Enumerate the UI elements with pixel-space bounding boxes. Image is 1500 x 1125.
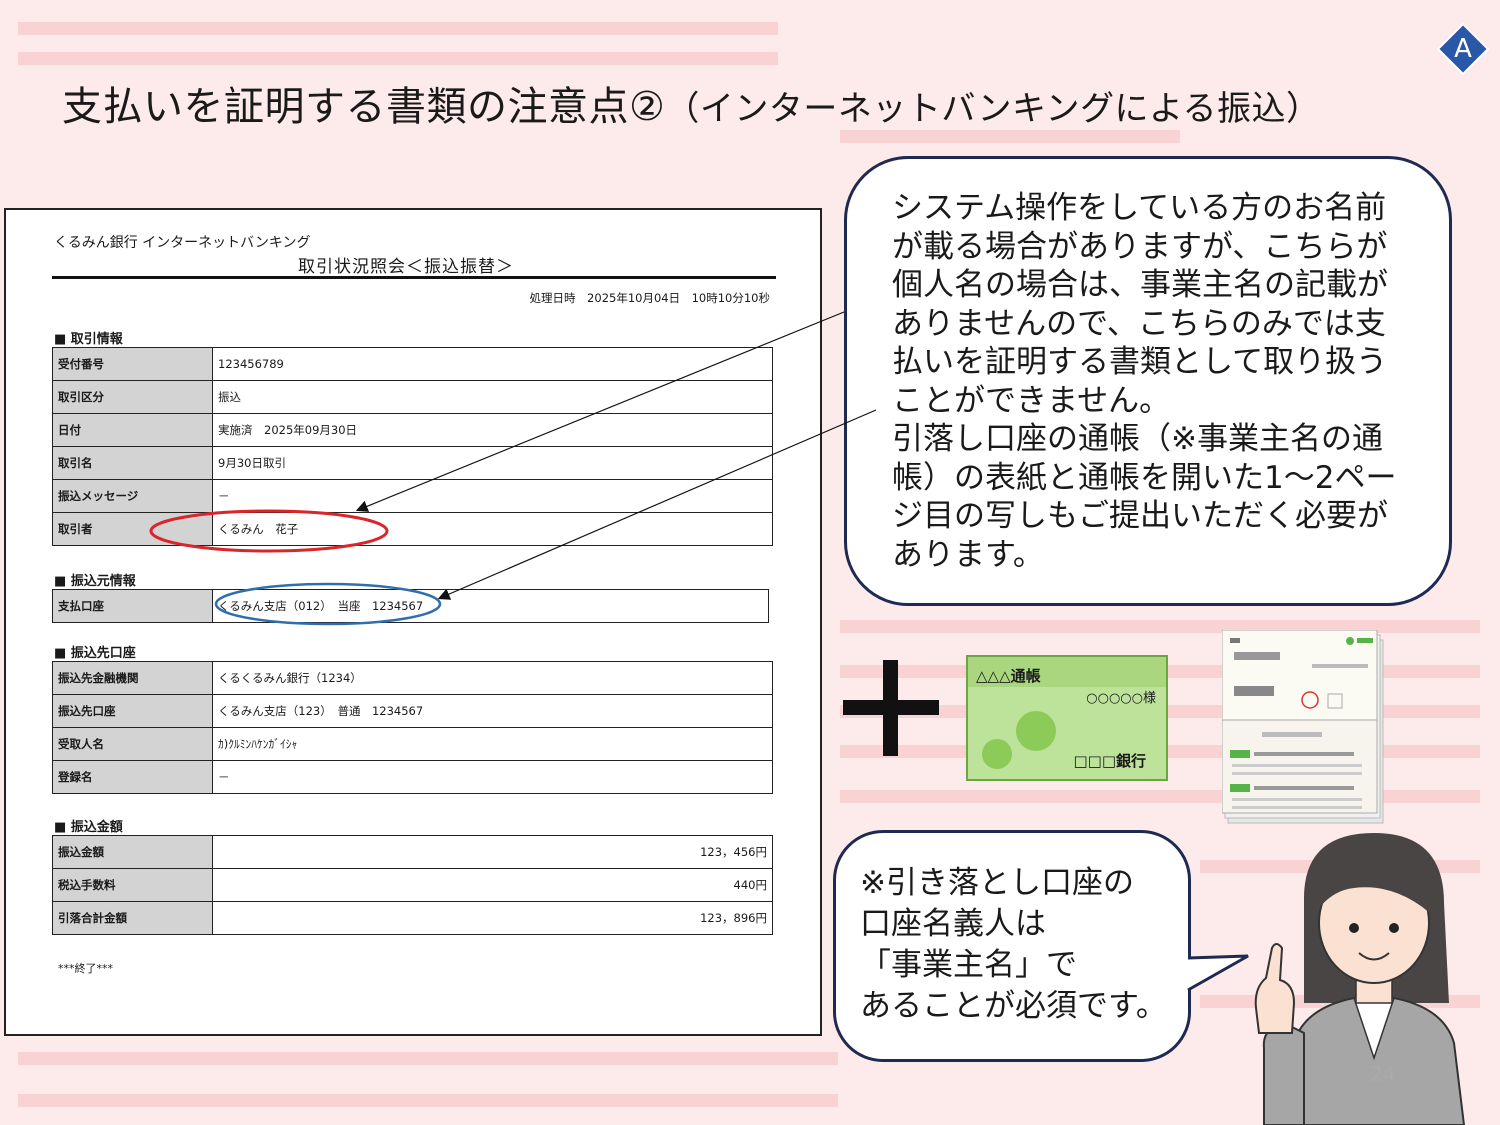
bubble-line: ジ目の写しもご提出いただく必要が	[892, 498, 1388, 534]
table-row: 受取人名ｶ)ｸﾙﾐﾝﾊｹﾝｶﾞｲｼｬ	[52, 727, 773, 761]
bubble-line: あります。	[892, 536, 1044, 573]
row-label: 振込メッセージ	[52, 479, 213, 513]
row-label: 振込先金融機関	[52, 661, 213, 695]
row-label: 引落合計金額	[52, 901, 213, 935]
row-value: 9月30日取引	[212, 446, 773, 480]
passbook-cover-icon: △△△通帳 ○○○○○様 □□□銀行	[966, 655, 1168, 781]
bubble-line: が載る場合がありますが、こちらが	[892, 228, 1388, 265]
table-row: 日付実施済 2025年09月30日	[52, 413, 773, 447]
doc-bank-name: くるみん銀行 インターネットバンキング	[54, 235, 311, 251]
bubble-line: あることが必須です。	[860, 988, 1167, 1024]
title-sub: （インターネットバンキングによる振込）	[665, 89, 1321, 129]
title-main: 支払いを証明する書類の注意点②	[62, 84, 666, 130]
row-label: 日付	[52, 413, 213, 447]
woman-pointing-illustration	[1254, 833, 1466, 1125]
table-row: 取引区分振込	[52, 380, 773, 414]
doc-title-rule	[52, 276, 776, 279]
passbook-bank: □□□銀行	[1073, 752, 1146, 770]
bubble-line: 帳）の表紙と通帳を開いた1～2ペー	[892, 459, 1397, 496]
doc-end-mark: ***終了***	[58, 962, 113, 975]
bubble-line: システム操作をしている方のお名前	[892, 190, 1387, 226]
row-value: くるみん支店（123） 普通 1234567	[212, 694, 773, 728]
section-heading-amount: ■ 振込金額	[54, 820, 123, 835]
row-value: 123，456円	[212, 835, 773, 869]
badge-letter: A	[1454, 34, 1472, 64]
table-row: 登録名－	[52, 760, 773, 794]
row-label: 登録名	[52, 760, 213, 794]
bubble-line: 口座名義人は	[860, 906, 1046, 942]
row-value: －	[212, 760, 773, 794]
speech-bubble-note: ※引き落とし口座の 口座名義人は 「事業主名」で あることが必須です。	[833, 830, 1191, 1062]
row-label: 取引名	[52, 446, 213, 480]
row-value: －	[212, 479, 773, 513]
bubble-line: ことができません。	[892, 382, 1171, 419]
row-value: 振込	[212, 380, 773, 414]
row-value: 実施済 2025年09月30日	[212, 413, 773, 447]
table-row: 支払口座くるみん支店（012） 当座 1234567	[52, 589, 769, 623]
bubble-main-text: システム操作をしている方のお名前 が載る場合がありますが、こちらが 個人名の場合…	[892, 189, 1412, 574]
bubble-line: ありませんので、こちらのみでは支	[892, 305, 1386, 342]
table-row: 振込先口座くるみん支店（123） 普通 1234567	[52, 694, 773, 728]
row-label: 振込金額	[52, 835, 213, 869]
row-value: ｶ)ｸﾙﾐﾝﾊｹﾝｶﾞｲｼｬ	[212, 727, 773, 761]
bubble-line: ※引き落とし口座の	[860, 865, 1134, 901]
bubble-line: 払いを証明する書類として取り扱う	[892, 344, 1388, 380]
row-value: 123456789	[212, 347, 773, 381]
row-value: 440円	[212, 868, 773, 902]
table-source: 支払口座くるみん支店（012） 当座 1234567	[52, 589, 769, 623]
section-heading-transaction: ■ 取引情報	[54, 332, 123, 347]
table-row: 振込先金融機関くるくるみん銀行（1234）	[52, 661, 773, 695]
row-label: 支払口座	[52, 589, 213, 623]
bubble-line: 引落し口座の通帳（※事業主名の通	[892, 421, 1383, 457]
transaction-document: くるみん銀行 インターネットバンキング 取引状況照会＜振込振替＞ 処理日時 20…	[4, 208, 822, 1036]
page-title: 支払いを証明する書類の注意点②（インターネットバンキングによる振込）	[62, 74, 1321, 132]
open-passbook-icon	[1222, 630, 1384, 824]
row-label: 取引区分	[52, 380, 213, 414]
bubble-tail	[1186, 954, 1249, 992]
doc-title: 取引状況照会＜振込振替＞	[298, 257, 514, 277]
bubble-line: 個人名の場合は、事業主名の記載が	[892, 267, 1388, 303]
row-label: 取引者	[52, 512, 213, 546]
table-destination: 振込先金融機関くるくるみん銀行（1234） 振込先口座くるみん支店（123） 普…	[52, 661, 773, 794]
doc-processed-time: 処理日時 2025年10月04日 10時10分10秒	[529, 291, 770, 305]
row-label: 税込手数料	[52, 868, 213, 902]
row-value: 123，896円	[212, 901, 773, 935]
section-heading-source: ■ 振込元情報	[54, 574, 136, 589]
table-row: 振込メッセージ－	[52, 479, 773, 513]
row-value: くるくるみん銀行（1234）	[212, 661, 773, 695]
table-row: 取引者くるみん 花子	[52, 512, 773, 546]
page-number: 24	[1370, 1062, 1396, 1086]
row-label: 振込先口座	[52, 694, 213, 728]
section-heading-destination: ■ 振込先口座	[54, 646, 136, 661]
plus-icon	[843, 660, 939, 756]
passbook-holder: ○○○○○様	[1086, 691, 1156, 706]
bubble-note-text: ※引き落とし口座の 口座名義人は 「事業主名」で あることが必須です。	[860, 863, 1167, 1027]
trader-name-value: くるみん 花子	[212, 512, 773, 546]
section-badge: A	[1436, 22, 1490, 76]
payment-account-value: くるみん支店（012） 当座 1234567	[212, 589, 769, 623]
bubble-line: 「事業主名」で	[860, 947, 1077, 983]
row-label: 受取人名	[52, 727, 213, 761]
passbook-name: △△△通帳	[976, 667, 1041, 685]
row-label: 受付番号	[52, 347, 213, 381]
speech-bubble-main: システム操作をしている方のお名前 が載る場合がありますが、こちらが 個人名の場合…	[844, 156, 1452, 606]
